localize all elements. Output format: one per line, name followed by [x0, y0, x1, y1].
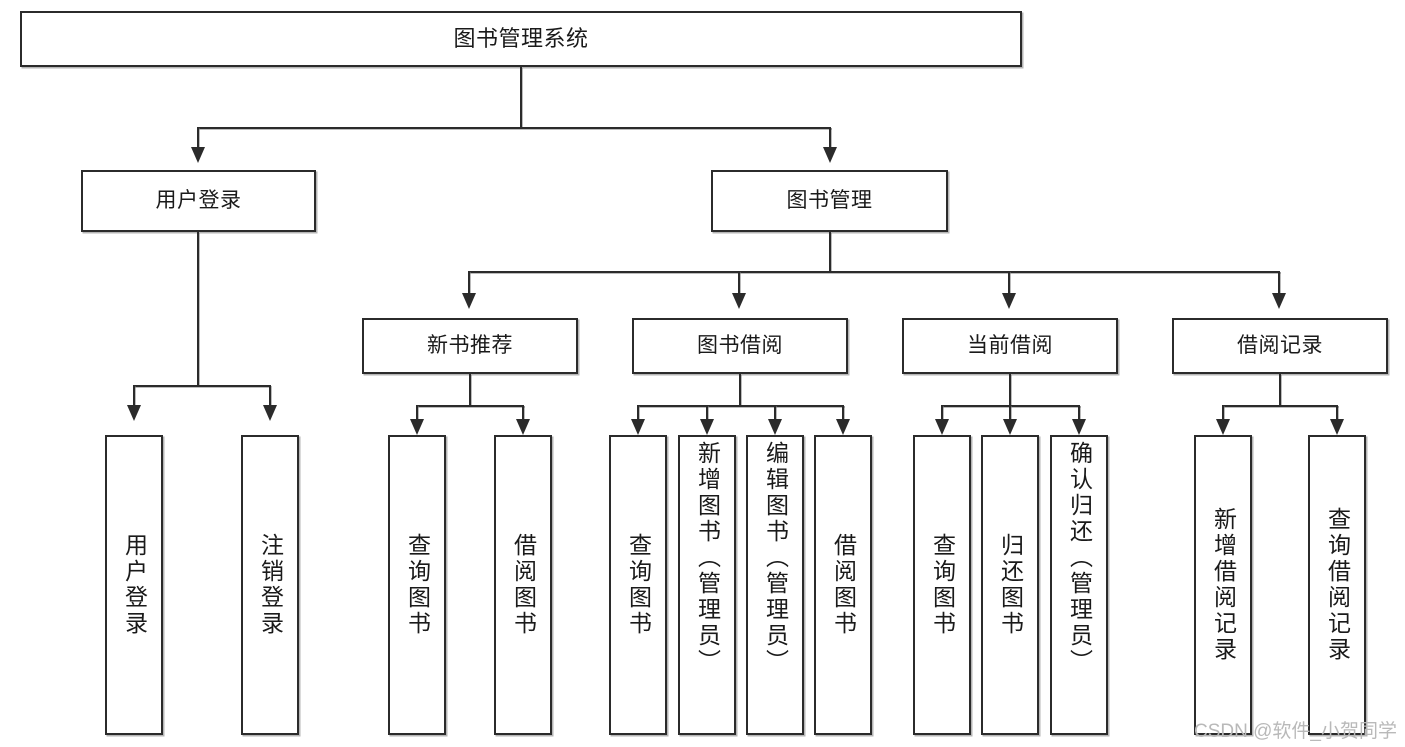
node-label: 当前借阅	[967, 333, 1053, 357]
connector-new-book-drop-2	[522, 405, 524, 421]
node-label: 图书管理系统	[453, 26, 589, 52]
connector-level2-bus	[197, 127, 831, 129]
leaf-borrow-book-recommend[interactable]: 借阅图书	[494, 435, 552, 735]
node-label: 新书推荐	[427, 333, 513, 357]
node-root-book-management-system[interactable]: 图书管理系统	[20, 11, 1022, 67]
connector-level3-bus	[468, 271, 1280, 273]
connector-level3-drop-4	[1278, 271, 1280, 295]
node-label: 查询图书	[929, 533, 956, 637]
node-label: 确认归还（管理员）	[1066, 441, 1093, 675]
node-book-borrow[interactable]: 图书借阅	[632, 318, 848, 374]
node-label: 查询图书	[404, 533, 431, 637]
arrow-to-leaf-borrow-book-2	[836, 419, 850, 435]
connector-book-borrow-drop-3	[774, 405, 776, 421]
arrow-to-leaf-query-book-3	[935, 419, 949, 435]
connector-book-borrow-drop-4	[842, 405, 844, 421]
arrow-to-leaf-user-login	[127, 405, 141, 421]
leaf-logout[interactable]: 注销登录	[241, 435, 299, 735]
node-new-book-recommend[interactable]: 新书推荐	[362, 318, 578, 374]
connector-borrow-record-stem	[1279, 374, 1281, 405]
leaf-confirm-return-admin[interactable]: 确认归还（管理员）	[1050, 435, 1108, 735]
node-label: 注销登录	[257, 533, 284, 637]
node-label: 查询图书	[625, 533, 652, 637]
leaf-query-book-recommend[interactable]: 查询图书	[388, 435, 446, 735]
arrow-to-book-management	[823, 147, 837, 163]
connector-current-borrow-drop-1	[941, 405, 943, 421]
connector-new-book-bus	[416, 405, 524, 407]
connector-user-login-stem	[197, 232, 199, 385]
connector-user-login-drop-1	[133, 385, 135, 407]
connector-new-book-stem	[469, 374, 471, 405]
connector-level2-drop-right	[829, 127, 831, 149]
node-label: 借阅图书	[510, 533, 537, 637]
node-current-borrow[interactable]: 当前借阅	[902, 318, 1118, 374]
arrow-to-current-borrow	[1002, 293, 1016, 309]
connector-borrow-record-bus	[1222, 405, 1338, 407]
connector-level3-drop-2	[738, 271, 740, 295]
arrow-to-leaf-return-book	[1003, 419, 1017, 435]
arrow-to-borrow-record	[1272, 293, 1286, 309]
node-label: 查询借阅记录	[1324, 507, 1351, 663]
leaf-query-borrow-record[interactable]: 查询借阅记录	[1308, 435, 1366, 735]
node-label: 新增图书（管理员）	[694, 441, 721, 675]
connector-current-borrow-drop-2	[1009, 405, 1011, 421]
leaf-borrow-book[interactable]: 借阅图书	[814, 435, 872, 735]
arrow-to-new-book-recommend	[462, 293, 476, 309]
node-label: 用户登录	[155, 188, 242, 212]
connector-user-login-bus	[133, 385, 269, 387]
connector-book-borrow-stem	[739, 374, 741, 405]
connector-book-borrow-bus	[637, 405, 844, 407]
connector-borrow-record-drop-2	[1336, 405, 1338, 421]
connector-level2-drop-left	[197, 127, 199, 149]
node-label: 用户登录	[121, 533, 148, 637]
arrow-to-leaf-query-book-2	[631, 419, 645, 435]
arrow-to-leaf-confirm-return	[1072, 419, 1086, 435]
connector-user-login-drop-2	[269, 385, 271, 407]
node-label: 新增借阅记录	[1210, 507, 1237, 663]
node-book-management[interactable]: 图书管理	[711, 170, 948, 232]
leaf-add-borrow-record[interactable]: 新增借阅记录	[1194, 435, 1252, 735]
arrow-to-leaf-query-book-1	[410, 419, 424, 435]
leaf-user-login[interactable]: 用户登录	[105, 435, 163, 735]
connector-book-borrow-drop-2	[706, 405, 708, 421]
connector-level3-drop-3	[1008, 271, 1010, 295]
connector-book-management-stem	[829, 232, 831, 271]
node-label: 编辑图书（管理员）	[762, 441, 789, 675]
arrow-to-user-login	[191, 147, 205, 163]
connector-level3-drop-1	[468, 271, 470, 295]
arrow-to-leaf-add-borrow-record	[1216, 419, 1230, 435]
connector-root-stem	[520, 67, 522, 127]
node-label: 借阅图书	[830, 533, 857, 637]
node-label: 图书管理	[786, 188, 873, 212]
arrow-to-leaf-add-book	[700, 419, 714, 435]
connector-book-borrow-drop-1	[637, 405, 639, 421]
leaf-return-book[interactable]: 归还图书	[981, 435, 1039, 735]
arrow-to-leaf-logout	[263, 405, 277, 421]
leaf-add-book-admin[interactable]: 新增图书（管理员）	[678, 435, 736, 735]
arrow-to-book-borrow	[732, 293, 746, 309]
connector-borrow-record-drop-1	[1222, 405, 1224, 421]
leaf-edit-book-admin[interactable]: 编辑图书（管理员）	[746, 435, 804, 735]
node-label: 借阅记录	[1237, 333, 1323, 357]
leaf-query-book-current[interactable]: 查询图书	[913, 435, 971, 735]
watermark-text: CSDN @软件_小贺同学	[1194, 721, 1397, 742]
node-label: 图书借阅	[697, 333, 783, 357]
arrow-to-leaf-borrow-book-1	[516, 419, 530, 435]
arrow-to-leaf-edit-book	[768, 419, 782, 435]
connector-current-borrow-drop-3	[1078, 405, 1080, 421]
arrow-to-leaf-query-borrow-record	[1330, 419, 1344, 435]
node-user-login[interactable]: 用户登录	[81, 170, 316, 232]
connector-current-borrow-stem	[1009, 374, 1011, 405]
node-label: 归还图书	[997, 533, 1024, 637]
node-borrow-record[interactable]: 借阅记录	[1172, 318, 1388, 374]
leaf-query-book-borrow[interactable]: 查询图书	[609, 435, 667, 735]
connector-new-book-drop-1	[416, 405, 418, 421]
